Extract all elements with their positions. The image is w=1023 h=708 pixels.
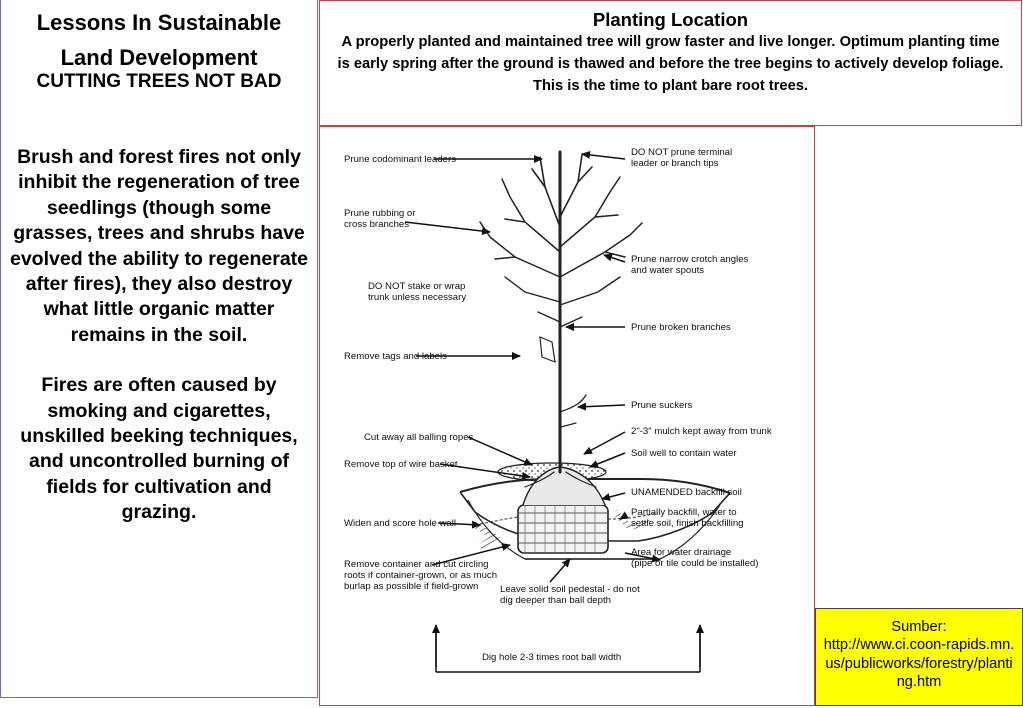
- fire-causes-paragraph: Fires are often caused by smoking and ci…: [20, 374, 298, 524]
- source-label: Sumber:: [891, 619, 947, 635]
- fire-paragraph: Brush and forest fires not only inhibit …: [9, 146, 308, 346]
- label-dig-hole: Dig hole 2-3 times root ball width: [482, 652, 621, 663]
- planting-location-body: A properly planted and maintained tree w…: [337, 34, 1004, 94]
- label-soil-well: Soil well to contain water: [631, 448, 737, 459]
- label-remove-tags: Remove tags and labels: [344, 351, 447, 362]
- label-cut-ropes: Cut away all balling ropes: [364, 432, 474, 443]
- label-widen-hole: Widen and score hole wall: [344, 518, 456, 529]
- label-prune-broken: Prune broken branches: [631, 322, 731, 333]
- lesson-title-line1: Lessons In Sustainable: [36, 10, 282, 35]
- label-prune-codominant: Prune codominant leaders: [344, 154, 456, 165]
- tree-drawing: [479, 150, 643, 488]
- label-remove-wire: Remove top of wire basket: [344, 459, 458, 470]
- tree-planting-diagram: Prune codominant leaders DO NOT prune te…: [319, 126, 815, 706]
- left-text-panel: Lessons In Sustainable Land Development …: [0, 0, 318, 698]
- label-mulch: 2"-3" mulch kept away from trunk: [631, 426, 772, 437]
- planting-location-box: Planting Location A properly planted and…: [319, 0, 1022, 126]
- lesson-title-line2: Land Development: [60, 45, 258, 70]
- label-unamended: UNAMENDED backfill soil: [631, 487, 742, 498]
- label-prune-suckers: Prune suckers: [631, 400, 693, 411]
- planting-location-heading: Planting Location: [592, 9, 749, 30]
- annotation-arrows: [404, 150, 704, 673]
- tree-diagram-svg: Prune codominant leaders DO NOT prune te…: [344, 147, 772, 673]
- source-box: Sumber: http://www.ci.coon-rapids.mn.us/…: [815, 608, 1023, 706]
- label-area-drainage: Area for water drainage(pipe or tile cou…: [631, 547, 758, 569]
- source-url: http://www.ci.coon-rapids.mn.us/publicwo…: [823, 637, 1015, 691]
- lesson-subtitle: CUTTING TREES NOT BAD: [36, 71, 282, 92]
